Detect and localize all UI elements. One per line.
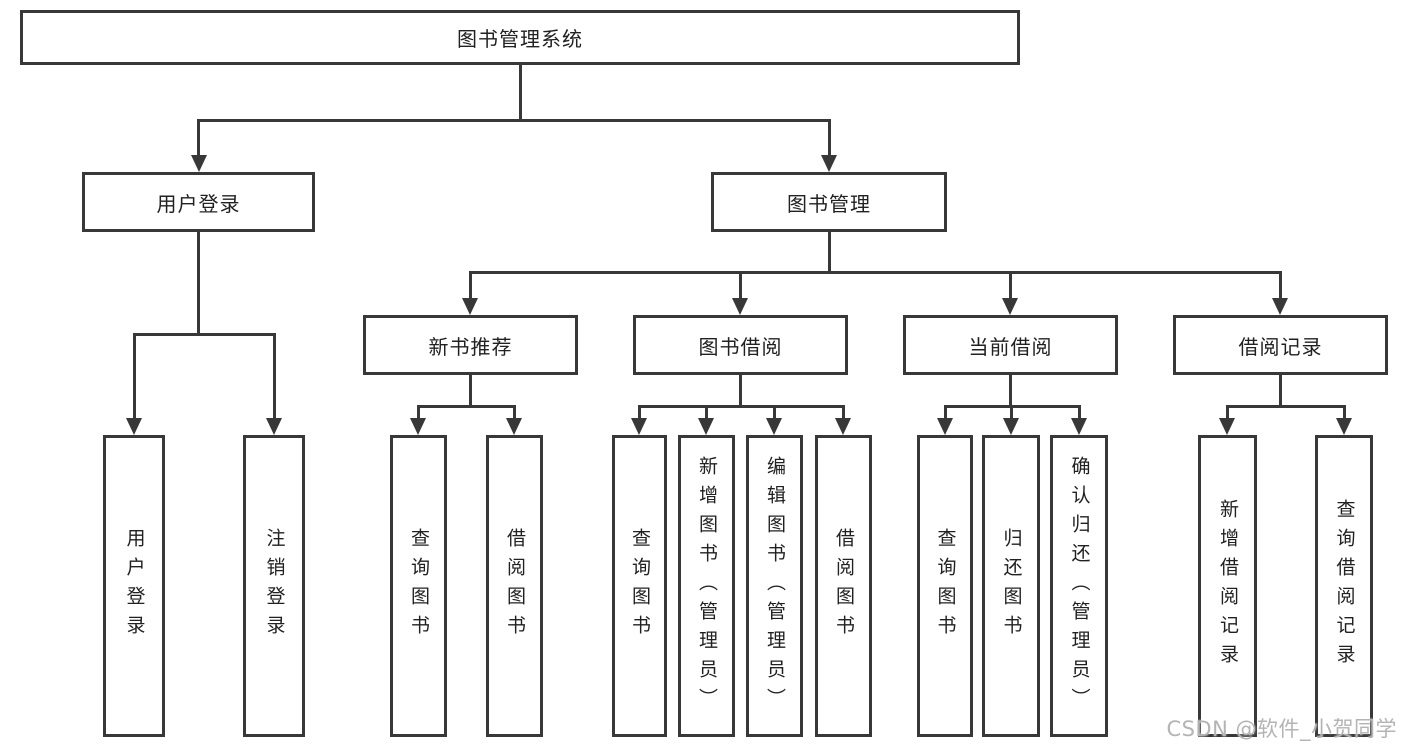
arrow-down-icon — [1071, 418, 1087, 435]
node-user-login: 用户登录 — [82, 172, 315, 232]
leaf-borrow-borrow-books: 借阅图书 — [815, 435, 872, 737]
leaf-label: 新增图书（管理员） — [696, 455, 718, 717]
leaf-records-add-record: 新增借阅记录 — [1198, 435, 1257, 737]
arrow-down-icon — [821, 155, 837, 172]
connector-line — [197, 119, 200, 159]
connector-line — [739, 271, 742, 301]
node-current-borrow: 当前借阅 — [903, 315, 1118, 375]
connector-line — [417, 405, 420, 423]
leaf-label: 确认归还（管理员） — [1068, 455, 1091, 717]
connector-line — [1009, 271, 1012, 301]
connector-line — [1343, 405, 1346, 423]
leaf-label: 查询图书 — [629, 528, 651, 644]
node-root: 图书管理系统 — [20, 10, 1020, 65]
arrow-down-icon — [1219, 418, 1235, 435]
connector-line — [1010, 405, 1013, 423]
arrow-down-icon — [462, 298, 478, 315]
connector-line — [842, 405, 845, 423]
connector-current-stub — [1009, 375, 1012, 408]
connector-recommend-bus — [417, 405, 516, 408]
leaf-borrow-add-books-admin: 新增图书（管理员） — [678, 435, 735, 737]
connector-line — [1078, 405, 1081, 423]
connector-recommend-stub — [469, 375, 472, 408]
connector-line — [469, 271, 472, 301]
arrow-down-icon — [410, 418, 426, 435]
leaf-logout: 注销登录 — [243, 435, 305, 737]
arrow-down-icon — [631, 418, 647, 435]
node-borrow-records: 借阅记录 — [1173, 315, 1388, 375]
connector-line — [1226, 405, 1229, 423]
arrow-down-icon — [1002, 298, 1018, 315]
arrow-down-icon — [266, 418, 282, 435]
connector-mgmt-stub — [828, 232, 831, 274]
arrow-down-icon — [732, 298, 748, 315]
leaf-records-query-record: 查询借阅记录 — [1315, 435, 1373, 737]
connector-line — [638, 405, 641, 423]
connector-line — [944, 405, 947, 423]
arrow-down-icon — [126, 418, 142, 435]
connector-records-bus — [1226, 405, 1346, 408]
node-book-management: 图书管理 — [711, 172, 947, 232]
connector-root-stub — [519, 65, 522, 122]
leaf-label: 查询图书 — [408, 528, 430, 644]
connector-line — [828, 119, 831, 159]
connector-root-bus — [197, 119, 831, 122]
leaf-current-query-books: 查询图书 — [917, 435, 973, 737]
arrow-down-icon — [1336, 418, 1352, 435]
leaf-label: 新增借阅记录 — [1217, 499, 1239, 673]
connector-line — [1279, 271, 1282, 301]
connector-line — [273, 333, 276, 421]
connector-records-stub — [1279, 375, 1282, 408]
leaf-current-confirm-return-admin: 确认归还（管理员） — [1050, 435, 1108, 737]
arrow-down-icon — [1272, 298, 1288, 315]
leaf-label: 借阅图书 — [504, 528, 526, 644]
node-book-borrow: 图书借阅 — [633, 315, 848, 375]
leaf-label: 查询图书 — [934, 528, 957, 644]
leaf-label: 查询借阅记录 — [1333, 499, 1356, 673]
arrow-down-icon — [1003, 418, 1019, 435]
leaf-recommend-borrow-books: 借阅图书 — [486, 435, 543, 737]
arrow-down-icon — [937, 418, 953, 435]
arrow-down-icon — [766, 418, 782, 435]
arrow-down-icon — [698, 418, 714, 435]
leaf-user-login: 用户登录 — [103, 435, 165, 737]
arrow-down-icon — [506, 418, 522, 435]
arrow-down-icon — [191, 155, 207, 172]
leaf-current-return-books: 归还图书 — [982, 435, 1040, 737]
connector-line — [513, 405, 516, 423]
leaf-label: 编辑图书（管理员） — [764, 455, 786, 717]
leaf-recommend-query-books: 查询图书 — [390, 435, 447, 737]
connector-line — [773, 405, 776, 423]
connector-mgmt-bus — [469, 271, 1282, 274]
arrow-down-icon — [835, 418, 851, 435]
connector-line — [705, 405, 708, 423]
csdn-watermark: CSDN @软件_小贺同学 — [1166, 717, 1397, 741]
connector-line — [133, 333, 136, 421]
leaf-label: 借阅图书 — [833, 528, 855, 644]
leaf-label: 注销登录 — [263, 528, 286, 644]
connector-login-bus — [133, 333, 276, 336]
connector-login-stub — [197, 232, 200, 336]
connector-borrow-stub — [739, 375, 742, 408]
leaf-label: 归还图书 — [1000, 528, 1023, 644]
leaf-borrow-query-books: 查询图书 — [612, 435, 667, 737]
leaf-borrow-edit-books-admin: 编辑图书（管理员） — [746, 435, 803, 737]
connector-borrow-bus — [638, 405, 845, 408]
leaf-label: 用户登录 — [123, 528, 146, 644]
node-new-book-recommend: 新书推荐 — [363, 315, 578, 375]
